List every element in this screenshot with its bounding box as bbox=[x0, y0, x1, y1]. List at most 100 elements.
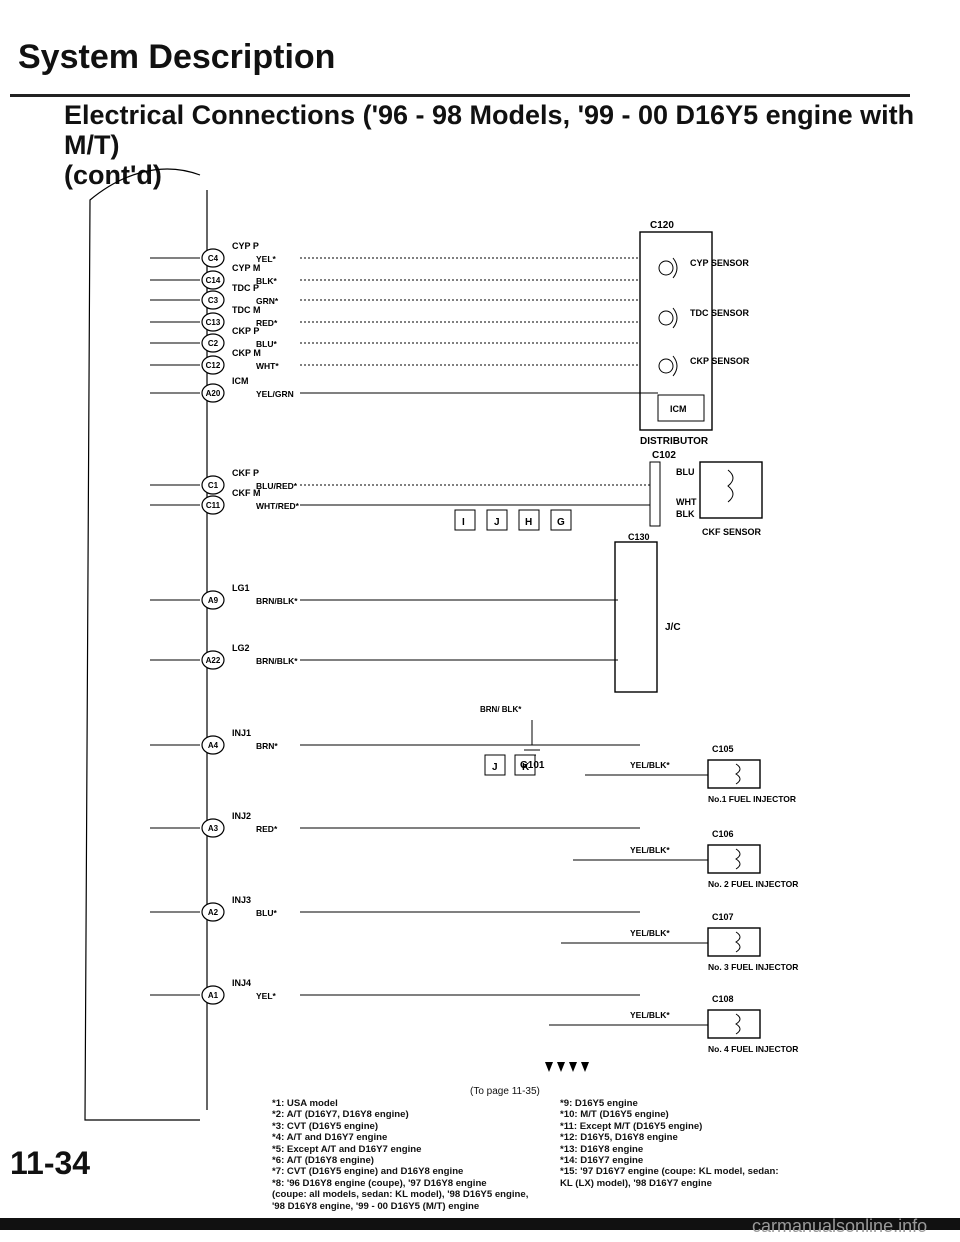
note-line: *1: USA model bbox=[272, 1098, 338, 1109]
note-line: *11: Except M/T (D16Y5 engine) bbox=[560, 1120, 703, 1132]
terminal-name: ICM bbox=[232, 376, 249, 386]
sensor-tdc bbox=[658, 307, 678, 329]
pin-label: C4 bbox=[208, 254, 219, 263]
ckf-connector bbox=[649, 461, 661, 527]
ground-label: G101 bbox=[520, 760, 545, 771]
terminal-name: INJ1 bbox=[232, 728, 251, 738]
ckf-coil bbox=[727, 469, 734, 503]
pin-label: C1 bbox=[208, 481, 219, 490]
terminal-name: CYP P bbox=[232, 241, 259, 251]
junction-letter-j: J bbox=[494, 517, 500, 528]
note-line: *5: Except A/T and D16Y7 engine bbox=[272, 1143, 422, 1155]
note-line: (coupe: all models, sedan: KL model), '9… bbox=[272, 1189, 529, 1201]
terminal-name: INJ2 bbox=[232, 811, 251, 821]
terminal-name: INJ4 bbox=[232, 978, 251, 988]
junction-letter-h: H bbox=[525, 517, 532, 528]
wire-color: YEL/GRN bbox=[256, 389, 294, 399]
pin-label: C11 bbox=[206, 501, 221, 510]
wire-color: RED* bbox=[256, 824, 278, 834]
wire-color: WHT* bbox=[256, 361, 279, 371]
wire-color: BRN/BLK* bbox=[256, 596, 298, 606]
injector-label: No. 4 FUEL INJECTOR bbox=[708, 1044, 798, 1054]
pin-label: C3 bbox=[208, 296, 219, 305]
injector-label: No.1 FUEL INJECTOR bbox=[708, 794, 796, 804]
sensor-tdc-label: TDC SENSOR bbox=[690, 308, 750, 318]
junction-gnd-wire: BRN/ BLK* bbox=[480, 705, 522, 714]
pin-label: C2 bbox=[208, 339, 219, 348]
wire-color: GRN* bbox=[256, 296, 279, 306]
pin-label: C12 bbox=[206, 361, 221, 370]
pin-label: A3 bbox=[208, 824, 219, 833]
distributor-box bbox=[639, 231, 713, 431]
terminal-name: CYP M bbox=[232, 263, 260, 273]
junction-letter-j2: J bbox=[492, 762, 498, 773]
page-number: 11-34 bbox=[10, 1145, 91, 1181]
page-title: System Description bbox=[18, 38, 336, 76]
junction-letter-g: G bbox=[557, 517, 565, 528]
ecm-terminal-c3: C3 TDC P GRN* bbox=[150, 283, 640, 310]
pin-label: A20 bbox=[206, 389, 221, 398]
note-line: *4: A/T and D16Y7 engine bbox=[272, 1132, 388, 1144]
distributor-connector: C120 bbox=[650, 220, 674, 231]
wire-color: BRN* bbox=[256, 741, 278, 751]
pin-label: A9 bbox=[208, 596, 219, 605]
wire-color: BLK* bbox=[256, 276, 277, 286]
to-page-ref: (To page 11-35) bbox=[470, 1086, 540, 1097]
injector-connector: C105 bbox=[712, 744, 734, 754]
ecm-outline bbox=[84, 168, 201, 1121]
ecm-terminal-c12: C12 CKP M WHT* bbox=[150, 348, 640, 375]
injector-wire: YEL/BLK* bbox=[630, 1010, 670, 1020]
section-subtitle: Electrical Connections ('96 - 98 Models,… bbox=[64, 100, 960, 190]
bottom-arrows bbox=[545, 1062, 589, 1072]
junction-letter-k: K bbox=[522, 762, 530, 773]
watermark: carmanualsonline.info bbox=[752, 1216, 928, 1236]
footer-bar bbox=[0, 1218, 960, 1230]
note-line: *8: '96 D16Y8 engine (coupe), '97 D16Y8 … bbox=[272, 1177, 487, 1189]
terminal-name: CKP P bbox=[232, 326, 259, 336]
ckf-wire-blu: BLU bbox=[676, 467, 695, 477]
icm-box bbox=[657, 394, 705, 422]
terminal-name: LG1 bbox=[232, 583, 250, 593]
subtitle-line-1: Electrical Connections ('96 - 98 Models,… bbox=[64, 100, 915, 160]
wire-color: BLU* bbox=[256, 339, 277, 349]
note-line: KL (LX) model), '98 D16Y7 engine bbox=[560, 1177, 712, 1189]
note-line: *2: A/T (D16Y7, D16Y8 engine) bbox=[272, 1109, 409, 1121]
injector-label: No. 3 FUEL INJECTOR bbox=[708, 962, 798, 972]
pin-label: C14 bbox=[206, 276, 221, 285]
sensor-ckp-label: CKP SENSOR bbox=[690, 356, 750, 366]
junction-label: J/C bbox=[665, 622, 681, 633]
ecm-terminal-c2: C2 CKP P BLU* bbox=[150, 326, 640, 353]
terminal-name: CKP M bbox=[232, 348, 261, 358]
note-line: *12: D16Y5, D16Y8 engine bbox=[560, 1132, 678, 1144]
terminal-name: CKF P bbox=[232, 468, 259, 478]
terminal-name: TDC P bbox=[232, 283, 259, 293]
wire-color: YEL* bbox=[256, 254, 277, 264]
wire-color: BLU/RED* bbox=[256, 481, 298, 491]
injector-connector: C108 bbox=[712, 994, 734, 1004]
pin-label: A4 bbox=[208, 741, 219, 750]
notes-right: *9: D16Y5 engine *10: M/T (D16Y5 engine)… bbox=[560, 1098, 779, 1189]
junction-connector: C130 bbox=[628, 532, 650, 542]
ckf-sensor-box bbox=[699, 461, 763, 519]
notes-left: *1: USA model *2: A/T (D16Y7, D16Y8 engi… bbox=[272, 1098, 528, 1212]
note-line: *13: D16Y8 engine bbox=[560, 1143, 644, 1155]
injector-wire: YEL/BLK* bbox=[630, 845, 670, 855]
subtitle-line-2: (cont'd) bbox=[64, 160, 162, 190]
pin-label: A2 bbox=[208, 908, 219, 917]
sensor-ckp bbox=[658, 355, 678, 377]
wire-color: BLU* bbox=[256, 908, 277, 918]
injector-connector: C106 bbox=[712, 829, 734, 839]
ecm-terminal-c4: C4 CYP P YEL* bbox=[150, 241, 640, 268]
note-line: *3: CVT (D16Y5 engine) bbox=[272, 1120, 379, 1132]
